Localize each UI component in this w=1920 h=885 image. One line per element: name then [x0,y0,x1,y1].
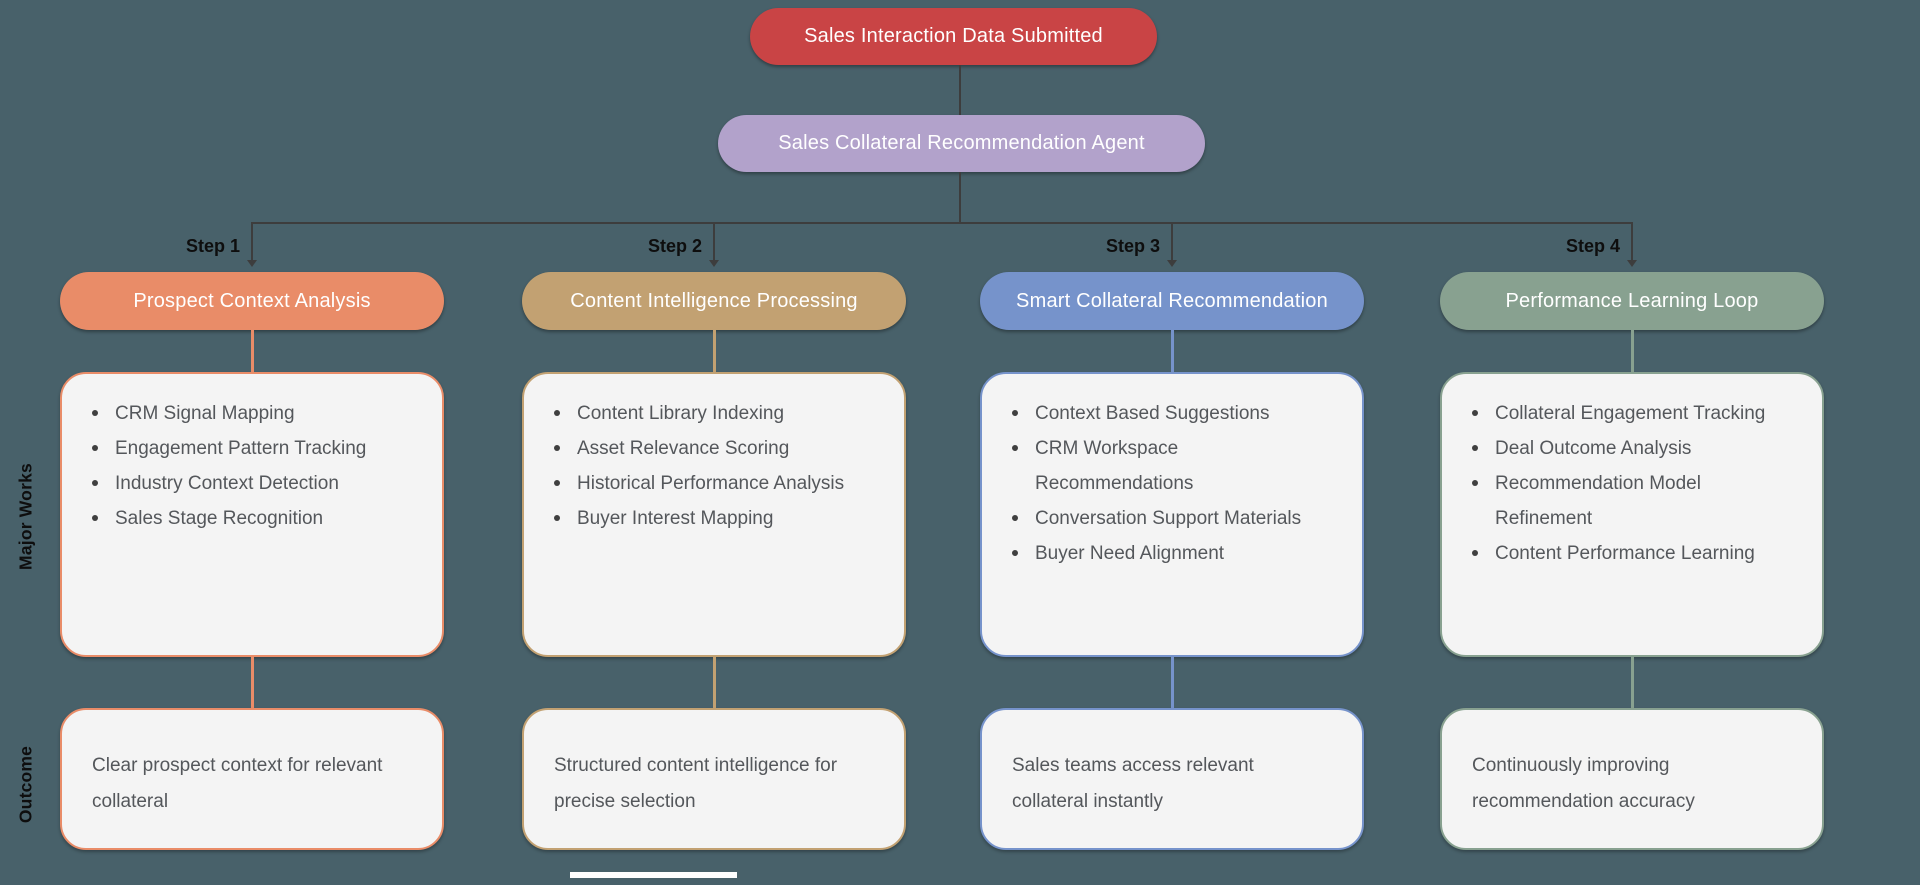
major-work-item: Asset Relevance Scoring [552,431,854,466]
agent-node-label: Sales Collateral Recommendation Agent [778,132,1145,154]
step-title-pill: Prospect Context Analysis [60,272,444,330]
step-column: Step 2 Content Intelligence Processing C… [522,0,906,878]
arrow-down-icon [709,260,719,267]
major-work-item: CRM Signal Mapping [90,396,392,431]
major-work-item: Sales Stage Recognition [90,501,392,536]
arrow-down-icon [1627,260,1637,267]
connector-line [250,657,254,708]
outcome-text: Structured content intelligence for prec… [554,755,838,812]
major-work-item: Engagement Pattern Tracking [90,431,392,466]
major-work-item: Content Library Indexing [552,396,854,431]
step-column: Step 3 Smart Collateral Recommendation C… [980,0,1364,878]
step-title: Performance Learning Loop [1505,289,1759,312]
bottom-white-strip [570,872,737,878]
major-work-item: Content Performance Learning [1470,536,1772,571]
step-title-pill: Content Intelligence Processing [522,272,906,330]
row-label-major-works: Major Works [15,463,36,570]
major-work-item: Conversation Support Materials [1010,501,1312,536]
step-title-pill: Performance Learning Loop [1440,272,1824,330]
flow-input-node: Sales Interaction Data Submitted [750,8,1157,65]
major-work-item: Collateral Engagement Tracking [1470,396,1772,431]
connector-line [1631,222,1633,261]
connector-line [959,172,961,223]
major-work-item: Buyer Need Alignment [1010,536,1312,571]
connector-line [959,65,961,115]
connector-line [712,330,716,372]
connector-line [250,330,254,372]
outcome-text: Clear prospect context for relevant coll… [92,755,383,812]
connector-line [1630,330,1634,372]
outcome-card: Structured content intelligence for prec… [522,708,906,850]
connector-line [1171,222,1173,261]
major-work-item: Context Based Suggestions [1010,396,1312,431]
outcome-card: Clear prospect context for relevant coll… [60,708,444,850]
major-work-item: Buyer Interest Mapping [552,501,854,536]
row-label-outcome: Outcome [15,745,36,824]
step-title-pill: Smart Collateral Recommendation [980,272,1364,330]
major-work-item: Historical Performance Analysis [552,466,854,501]
outcome-text: Continuously improving recommendation ac… [1472,755,1695,812]
major-work-item: Recommendation Model Refinement [1470,466,1772,536]
step-label: Step 2 [647,236,702,256]
step-label: Step 4 [1565,236,1620,256]
connector-line [1630,657,1634,708]
outcome-text: Sales teams access relevant collateral i… [1012,755,1254,812]
step-column: Step 4 Performance Learning Loop Collate… [1440,0,1824,878]
connector-line [713,222,715,261]
arrow-down-icon [1167,260,1177,267]
major-work-item: Deal Outcome Analysis [1470,431,1772,466]
step-column: Step 1 Prospect Context Analysis CRM Sig… [60,0,444,878]
connector-line [1170,330,1174,372]
major-work-item: Industry Context Detection [90,466,392,501]
step-title: Content Intelligence Processing [570,289,858,312]
step-title: Smart Collateral Recommendation [1016,289,1328,312]
connector-line [712,657,716,708]
major-work-item: CRM Workspace Recommendations [1010,431,1312,501]
outcome-card: Continuously improving recommendation ac… [1440,708,1824,850]
arrow-down-icon [247,260,257,267]
agent-node: Sales Collateral Recommendation Agent [718,115,1205,172]
connector-line [251,222,253,261]
trunk-line [252,222,1633,224]
step-label: Step 1 [185,236,240,256]
flow-input-label: Sales Interaction Data Submitted [804,25,1103,47]
step-label: Step 3 [1105,236,1160,256]
outcome-card: Sales teams access relevant collateral i… [980,708,1364,850]
connector-line [1170,657,1174,708]
step-title: Prospect Context Analysis [133,289,371,312]
